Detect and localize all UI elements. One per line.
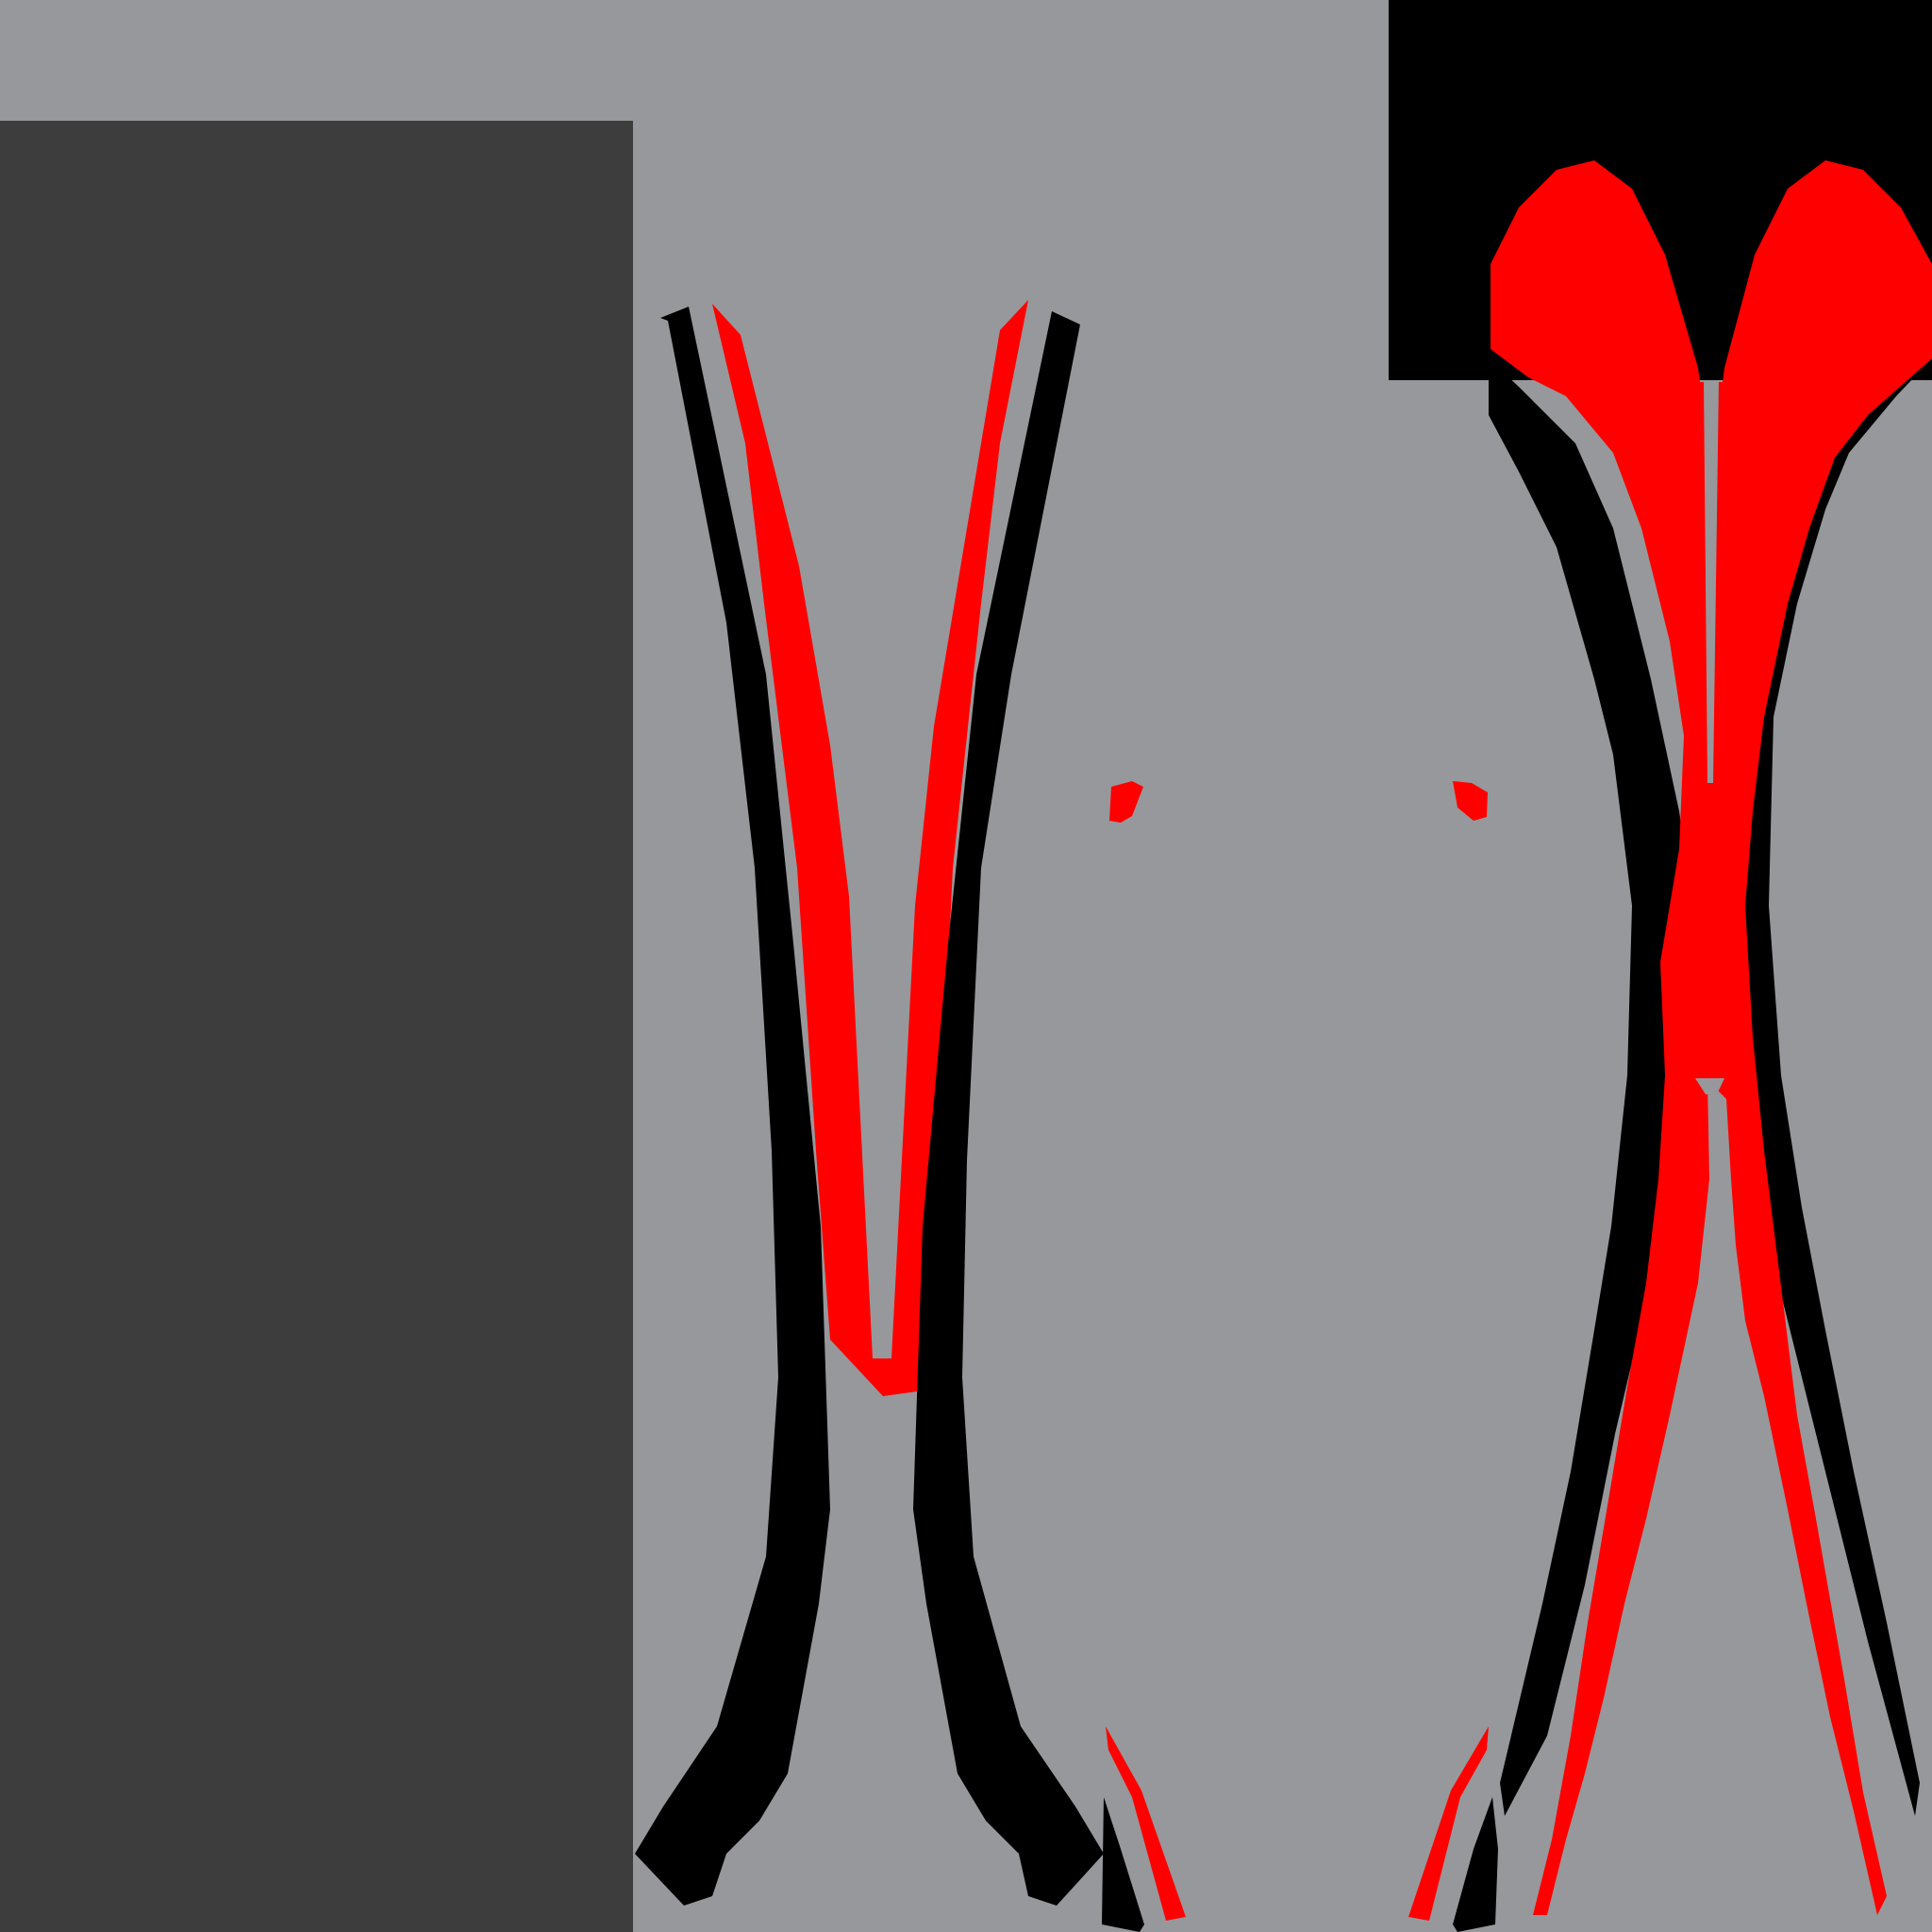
- left-lower-black-sliver: [1102, 1797, 1144, 1932]
- dark-panel: [0, 121, 633, 1932]
- right-outer-black-stripe: [913, 311, 1104, 1906]
- right-small-red-mark: [1453, 781, 1488, 821]
- left-lower-red-sliver: [1106, 1726, 1186, 1921]
- left-outer-black-stripe: [635, 307, 830, 1906]
- left-small-red-mark: [1109, 781, 1143, 823]
- right-lower-red-sliver: [1408, 1726, 1489, 1921]
- back-center-gap: [1704, 381, 1719, 783]
- back-lower-gap: [1695, 1078, 1724, 1094]
- right-lower-black-sliver: [1453, 1797, 1498, 1932]
- back-red-shape: [1491, 160, 1932, 1915]
- left-inner-red-stripe: [712, 300, 1028, 1396]
- back-black-outline: [1489, 358, 1698, 1816]
